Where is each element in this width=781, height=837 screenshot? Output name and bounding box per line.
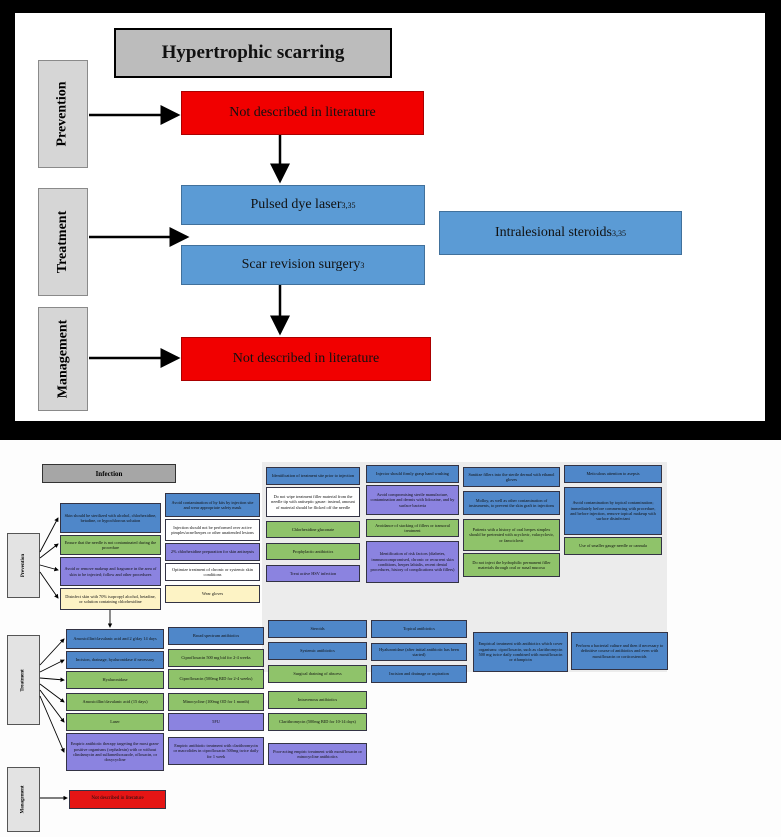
treatment-box: Minocycline (100mg OD for 1 month): [168, 693, 264, 711]
prevention-box: Identification of treatment site prior t…: [266, 467, 360, 485]
prevention-box: Avoid contamination of hy kits by inject…: [165, 493, 260, 517]
treatment-box: Hyaluronidase: [66, 671, 164, 689]
prevention-box: Prophylactic antibiotics: [266, 543, 360, 560]
stage-management-bottom: Management: [7, 767, 40, 832]
prevention-box: Ensure that the needle is not contaminat…: [60, 535, 161, 555]
prevention-box: Optimize treatment of chronic or systemi…: [165, 563, 260, 581]
stage-treatment: Treatment: [38, 188, 88, 296]
management-not-described: Not described in literature: [181, 337, 431, 381]
stage-prevention-bottom: Prevention: [7, 533, 40, 598]
infection-title: Infection: [42, 464, 176, 483]
treatment-box: Incision, drainage, hyaluronidase if nec…: [66, 651, 164, 669]
bottom-connectors: [39, 517, 113, 801]
treatment-box: Poor-acting empiric treatment with moxif…: [268, 743, 367, 765]
top-connectors: [89, 105, 290, 368]
management-not-described-bottom: Not described in literature: [69, 790, 166, 809]
prevention-box: Do not wipe treatment filler material fr…: [266, 487, 360, 517]
hypertrophic-scarring-panel: Hypertrophic scarring Prevention Treatme…: [12, 10, 768, 424]
treatment-box: Laser: [66, 713, 164, 731]
prevention-box: Do not inject the hydrophilic permanent …: [463, 553, 560, 577]
treatment-box: Hyaluronidase (after initial antibiotic …: [371, 643, 467, 661]
treatment-box: Ciprofloxacin (500mg BID for 2-4 weeks): [168, 669, 264, 689]
treatment-box: Incision and drainage or aspiration: [371, 665, 467, 683]
prevention-box: Molloy, as well as other contamination o…: [463, 491, 560, 515]
prevention-box: Wear gloves: [165, 585, 260, 603]
treatment-box: Empiric antibiotic treatment with clarit…: [168, 737, 264, 765]
prevention-box: Skin should be sterilized with alcohol, …: [60, 503, 161, 533]
prevention-box: Injection should not be performed over a…: [165, 519, 260, 541]
prevention-box: Disinfect skin with 70% isopropyl alcoho…: [60, 588, 161, 610]
diagram-title: Hypertrophic scarring: [114, 28, 392, 78]
stage-prevention: Prevention: [38, 60, 88, 168]
prevention-box: Meticulous attention to asepsis: [564, 465, 662, 483]
prevention-box: Identification of risk factors (diabetes…: [366, 541, 459, 583]
prevention-box: Avoidance of stacking of fillers or tran…: [366, 519, 459, 537]
infection-panel: Infection Prevention Treatment Managemen…: [0, 440, 781, 837]
prevention-box: Use of smaller gauge needle or cannula: [564, 537, 662, 555]
treatment-box: Surgical draining of abscess: [268, 665, 367, 683]
prevention-box: Avoid compromising sterile manufacture, …: [366, 485, 459, 515]
treatment-box: Amoxicillin/clavulanic acid and 2 g/day …: [66, 629, 164, 649]
prevention-box: Chlorhexidine gluconate: [266, 521, 360, 538]
treatment-box: 5FU: [168, 713, 264, 731]
treatment-box: Empiric antibiotic therapy targeting the…: [66, 733, 164, 771]
prevention-not-described: Not described in literature: [181, 91, 424, 135]
treatment-box: Clarithromycin (500mg BID for 10-14 days…: [268, 713, 367, 731]
treatment-box: Broad spectrum antibiotics: [168, 627, 264, 645]
prevention-box: 2% chlorhexidine preparation for skin an…: [165, 543, 260, 561]
treatment-box: Ciprofloxacin 500 mg bid for 2-4 weeks: [168, 649, 264, 667]
treatment-box: Empirical treatment with antibiotics whi…: [473, 632, 568, 672]
treatment-box: Intravenous antibiotics: [268, 691, 367, 709]
prevention-box: Treat active HSV infection: [266, 565, 360, 582]
prevention-box: Patients with a history of oral herpes s…: [463, 519, 560, 551]
prevention-box: Avoid contamination by topical contamina…: [564, 487, 662, 535]
stage-treatment-bottom: Treatment: [7, 635, 40, 725]
treatment-box: Systemic antibiotics: [268, 642, 367, 660]
prevention-box: Injector should firmly grasp hand washin…: [366, 465, 459, 483]
prevention-box: Sanitize fillers into the sterile dermal…: [463, 467, 560, 487]
treatment-box: Perform a bacterial culture and then if …: [571, 632, 668, 670]
treatment-box: Topical antibiotics: [371, 620, 467, 638]
stage-management: Management: [38, 307, 88, 411]
treatment-box: Amoxicillin/clavulanic acid (15 days): [66, 693, 164, 711]
prevention-box: Avoid or remove makeup and fragrance in …: [60, 557, 161, 586]
treatment-box: Steroids: [268, 620, 367, 638]
